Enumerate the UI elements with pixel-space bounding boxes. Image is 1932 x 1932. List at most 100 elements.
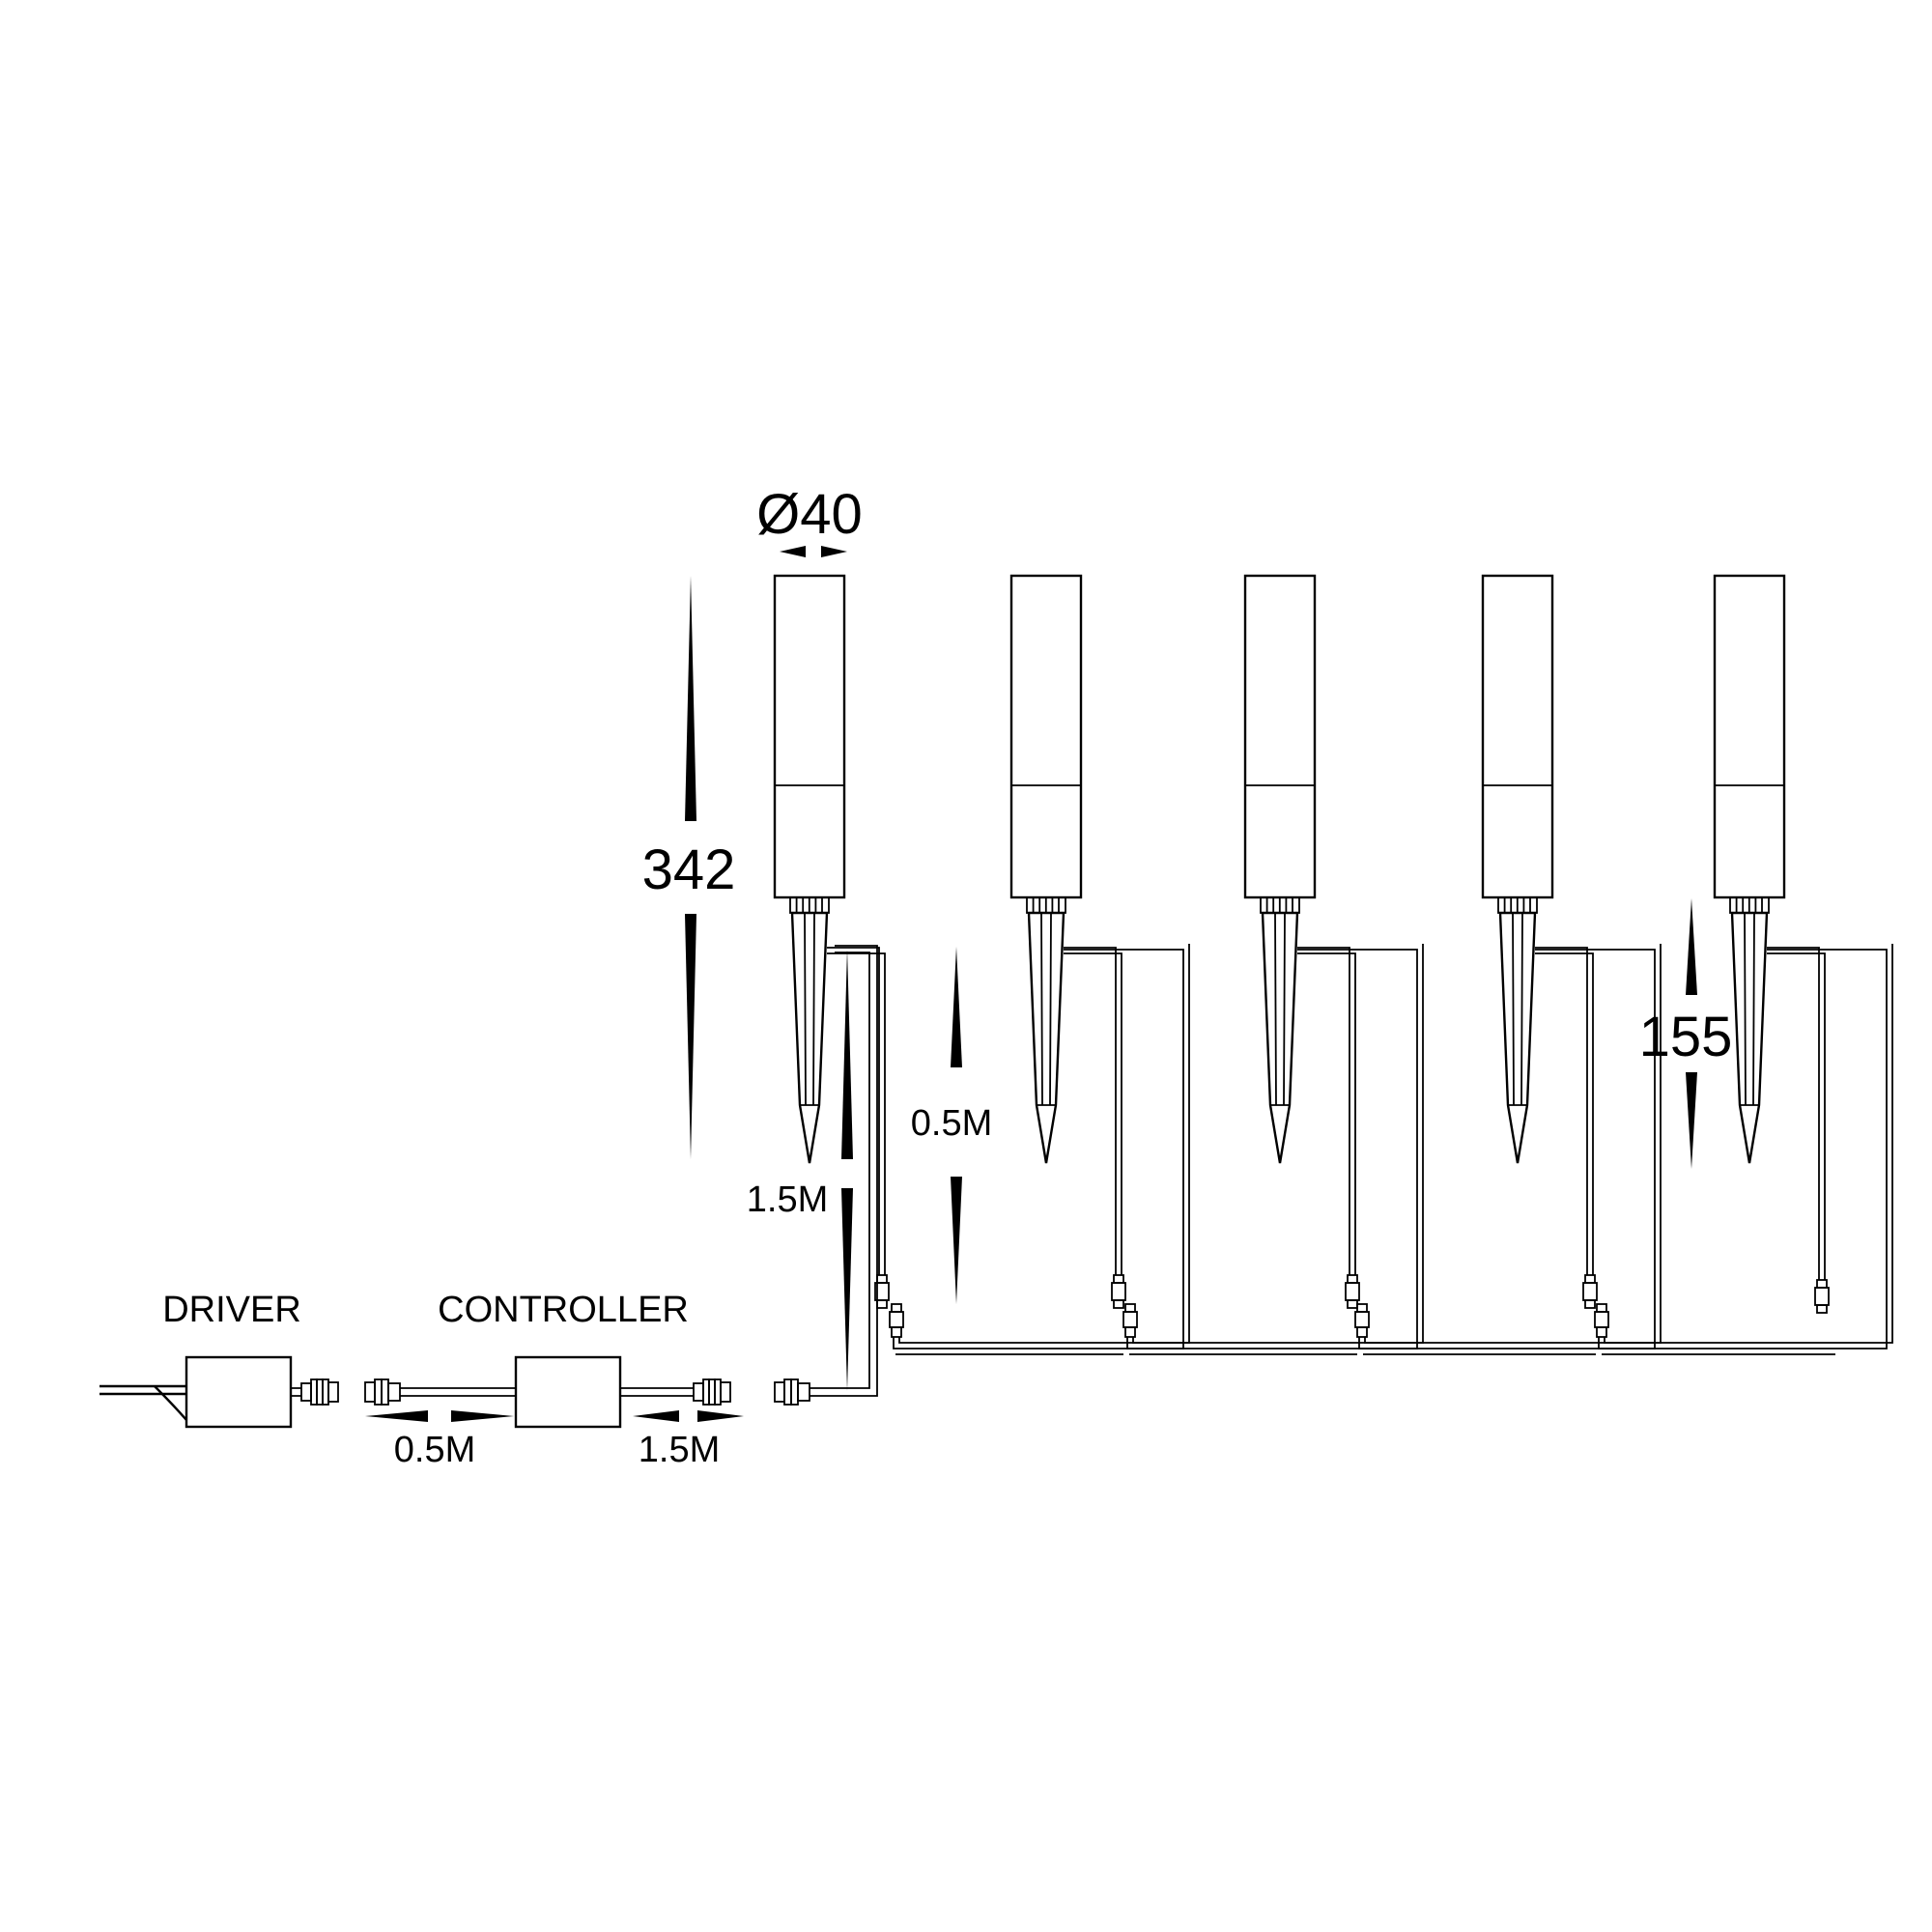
connector-part [1584,1299,1596,1309]
light-lead [1297,952,1356,1275]
spike-light [1481,574,1554,1164]
spike-light [773,574,846,1164]
spike-detail [1508,912,1527,1106]
height-dimension [685,576,696,1159]
light-lead [1064,947,1117,1275]
connector-part [1582,1282,1598,1301]
controller-input-cable [400,1387,516,1397]
light-lead [1767,952,1826,1280]
spike-light [1009,574,1083,1164]
controller [364,1355,731,1429]
lead-long-dimension [841,949,853,1391]
connector-part [876,1299,888,1309]
connector-part [1113,1274,1124,1284]
interconnect-loop [889,944,1190,1350]
connector-part [1816,1304,1828,1314]
connector-male [1582,1274,1598,1309]
diameter-label: Ø40 [756,483,863,546]
controller-label: CONTROLLER [438,1290,689,1330]
first-light-lead [810,945,878,1397]
connector-female [364,1378,401,1406]
connector-part [1122,1311,1138,1328]
connector-part [1347,1274,1358,1284]
connector-part [1584,1274,1596,1284]
connector-part [1111,1282,1126,1301]
dimension-arrow-up [841,949,853,1159]
ground-spike [1027,911,1065,1164]
interconnect-loop [1594,944,1893,1350]
dimension-arrow-down [685,914,696,1159]
dimension-arrowhead [780,546,806,557]
height-label: 342 [642,838,736,901]
spike-light [1243,574,1317,1164]
spike-length-label: 155 [1639,1006,1733,1068]
dimension-arrow-down [951,1177,962,1304]
spike-length-dimension [1686,898,1697,1169]
connector-male [1345,1274,1360,1309]
dimension-arrow-left [633,1410,679,1422]
connector-part [1596,1326,1607,1338]
light-lead [1535,947,1588,1275]
loop-cable [893,949,1184,1350]
dimension-arrow-up [685,576,696,821]
loop-cable [898,944,1190,1344]
ground-spike [1498,911,1537,1164]
driver [99,1355,339,1429]
dimension-arrow-up [1686,898,1697,995]
dimension-arrow-right [451,1410,514,1422]
loop-cable [1358,949,1656,1350]
connector-part [1345,1282,1360,1301]
connector-part [876,1274,888,1284]
light-lead [1297,947,1350,1275]
spike-detail [1037,912,1056,1106]
dimension-arrow-down [1686,1072,1697,1169]
connector-part [889,1311,904,1328]
ground-spike [1730,911,1769,1164]
light-body [1481,574,1554,899]
loop-cable [1364,944,1662,1344]
loop-cable [1598,949,1888,1350]
spike-detail [1270,912,1290,1106]
connector-female [889,1303,904,1338]
light-lead [827,947,880,1275]
driver-output-cable [291,1387,301,1397]
first-light-input [774,945,878,1406]
dimension-arrowhead [821,546,847,557]
controller-output-cable [620,1387,694,1397]
garden-lights [773,574,1786,1164]
interconnect-loop [1354,944,1662,1350]
driver-to-controller-dimension [365,1410,514,1422]
interconnect-wiring [827,944,1893,1355]
connector-female [1594,1303,1609,1338]
connector-female [1122,1303,1138,1338]
connector-male [693,1378,731,1406]
ground-spike [790,911,829,1164]
spike-detail [800,912,819,1106]
connector-male [1111,1274,1126,1309]
light-body [773,574,846,899]
lead-short-dimension [951,947,962,1304]
driver-box [185,1355,293,1429]
loop-cable [1132,944,1424,1344]
connector-part [1594,1311,1609,1328]
loop-cable [1126,949,1418,1350]
dimension-arrow-left [365,1410,428,1422]
loop-cable [1604,944,1893,1344]
light-body [1009,574,1083,899]
connector-part [1814,1287,1830,1306]
connector-part [1124,1326,1136,1338]
interconnect-loop [1122,944,1424,1350]
driver-to-controller-label: 0.5M [394,1430,475,1470]
light-lead [1535,952,1594,1275]
mains-cable [99,1384,186,1396]
connector-part [891,1326,902,1338]
spike-light [1713,574,1786,1164]
connector-part [1596,1303,1607,1313]
connector-male [300,1378,339,1406]
dimension-arrow-down [841,1188,853,1391]
controller-box [514,1355,622,1429]
mains-cable [154,1385,187,1421]
controller-to-light-dimension [633,1410,744,1422]
